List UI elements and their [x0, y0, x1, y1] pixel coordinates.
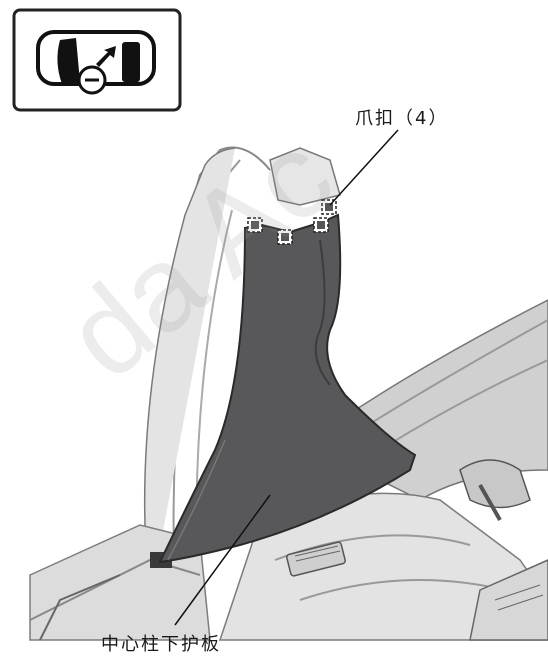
clip-marker: [247, 217, 263, 233]
lower-pillar-trim-panel: [158, 213, 417, 564]
clips-label: 爪扣（4）: [355, 108, 449, 129]
panel-leader-line: [174, 494, 271, 626]
clip-marker: [321, 199, 337, 215]
clips-leader-line: [329, 129, 399, 206]
clip-marker: [313, 217, 329, 233]
lower-pillar-panel-label: 中心柱下护板: [101, 634, 221, 655]
panel-removal-icon: [12, 8, 182, 112]
clip-marker: [277, 229, 293, 245]
clip-markers: [247, 199, 337, 245]
